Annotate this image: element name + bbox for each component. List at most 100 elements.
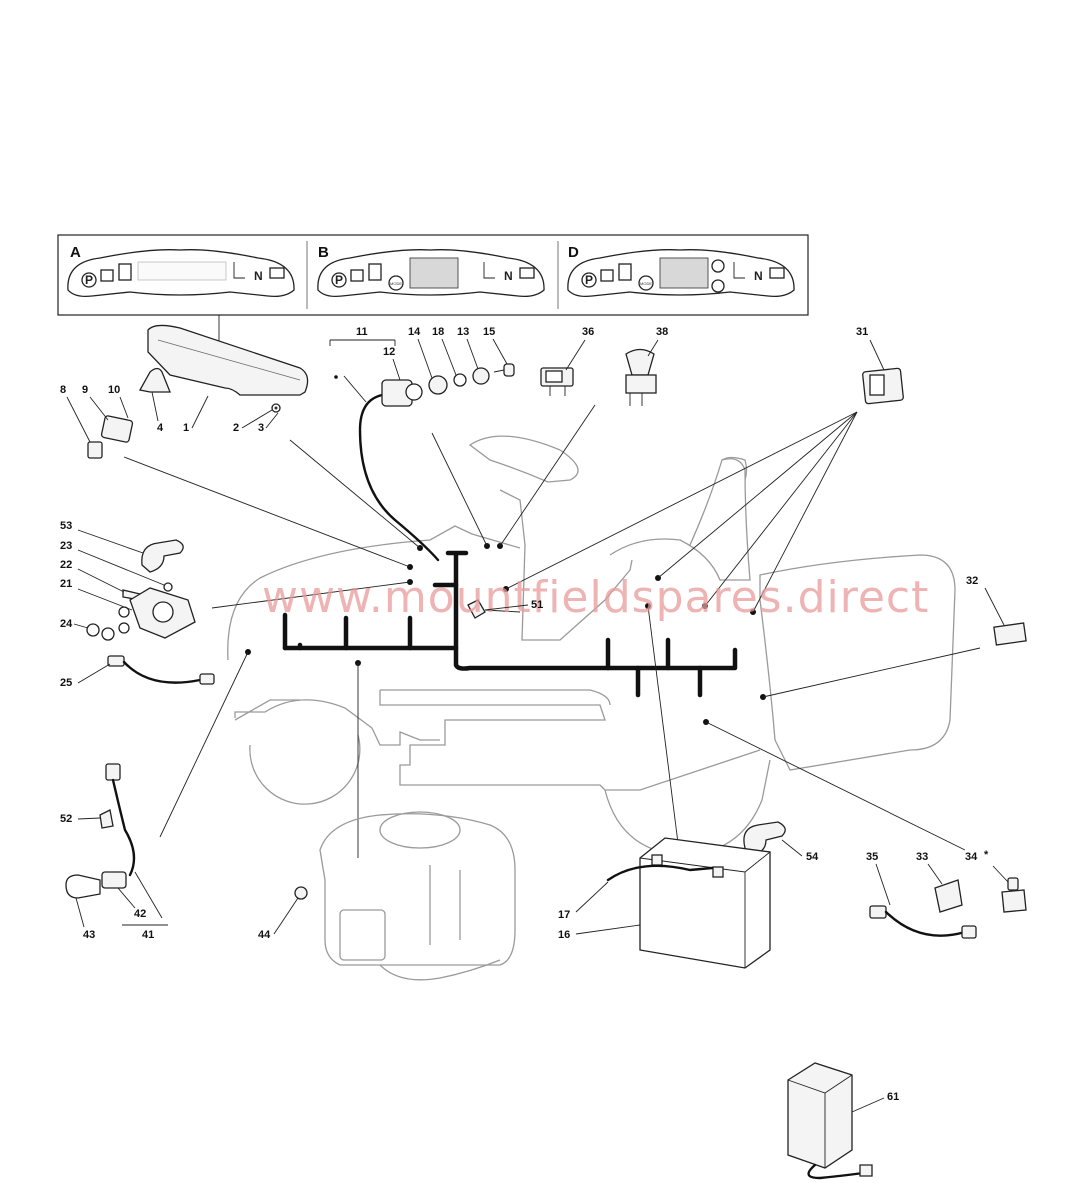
label-35: 35 bbox=[866, 851, 878, 863]
fuse-holder bbox=[100, 415, 134, 443]
leader-lines bbox=[123, 404, 981, 858]
variant-b-letter: B bbox=[318, 244, 329, 261]
seat-icon bbox=[483, 262, 495, 279]
label-14: 14 bbox=[408, 326, 421, 338]
label-12: 12 bbox=[383, 346, 395, 358]
dashboard-variant-a: A P N bbox=[67, 244, 295, 298]
battery-icon bbox=[769, 267, 785, 279]
ignition-key bbox=[493, 363, 515, 377]
battery-strap bbox=[606, 864, 714, 882]
tractor-outline bbox=[227, 435, 956, 856]
mode-button bbox=[388, 275, 404, 291]
connection-points bbox=[245, 375, 766, 725]
label-16: 16 bbox=[558, 929, 570, 941]
headlight-cable bbox=[105, 763, 136, 877]
grass-box-icon bbox=[368, 263, 382, 281]
label-42: 42 bbox=[134, 908, 146, 920]
label-54: 54 bbox=[806, 851, 819, 863]
ignition-bezel bbox=[428, 375, 448, 395]
bulb bbox=[65, 874, 101, 899]
grass-box-icon bbox=[118, 263, 132, 281]
park-brake-icon bbox=[331, 272, 347, 288]
fuel-icon bbox=[100, 269, 114, 282]
pto-switch bbox=[625, 348, 657, 406]
label-13: 13 bbox=[457, 326, 469, 338]
label-8: 8 bbox=[60, 384, 66, 396]
fuel-icon bbox=[350, 269, 364, 282]
lcd-display bbox=[409, 257, 459, 289]
label-15: 15 bbox=[483, 326, 495, 338]
fuel-icon bbox=[600, 269, 614, 282]
battery-icon bbox=[519, 267, 535, 279]
dashboard-variant-b: B P MODE N bbox=[317, 244, 545, 298]
mode-button-text: MODE bbox=[640, 281, 652, 286]
park-symbol: P bbox=[335, 273, 343, 287]
label-31: 31 bbox=[856, 326, 868, 338]
locknut bbox=[472, 367, 490, 385]
label-21: 21 bbox=[60, 578, 72, 590]
extra-indicator-icon bbox=[711, 279, 725, 293]
label-41: 41 bbox=[142, 929, 154, 941]
display-window bbox=[137, 261, 227, 281]
sensor bbox=[1001, 877, 1027, 913]
variant-d-letter: D bbox=[568, 244, 579, 261]
terminal-boot bbox=[141, 539, 184, 573]
park-brake-icon bbox=[81, 272, 97, 288]
dashboard-variants-panel: A P N B P MODE N D bbox=[57, 234, 809, 356]
park-symbol: P bbox=[585, 273, 593, 287]
mode-button bbox=[638, 275, 654, 291]
label-38: 38 bbox=[656, 326, 668, 338]
cable bbox=[107, 655, 215, 685]
extra-indicator-icon bbox=[711, 259, 725, 273]
battery-charger bbox=[787, 1062, 873, 1180]
seat-icon bbox=[233, 262, 245, 279]
label-34-asterisk: * bbox=[984, 849, 989, 861]
label-61: 61 bbox=[887, 1091, 899, 1103]
washer bbox=[453, 373, 467, 387]
label-53: 53 bbox=[60, 520, 72, 532]
label-4: 4 bbox=[157, 422, 164, 434]
fuse bbox=[87, 441, 103, 459]
seat-icon bbox=[733, 262, 745, 279]
seat-switch bbox=[862, 367, 904, 405]
label-33: 33 bbox=[916, 851, 928, 863]
variant-a-letter: A bbox=[70, 244, 81, 261]
cable bbox=[869, 905, 977, 939]
park-brake-icon bbox=[581, 272, 597, 288]
neutral-indicator: N bbox=[504, 269, 513, 283]
starter-solenoid bbox=[118, 587, 196, 639]
engine bbox=[319, 811, 516, 981]
dashboard-variant-d: D P MODE N bbox=[567, 244, 795, 298]
mounting-bracket bbox=[138, 367, 171, 393]
ignition-switch bbox=[381, 379, 423, 407]
label-24: 24 bbox=[60, 618, 73, 630]
rocker-switch bbox=[540, 367, 574, 396]
lcd-display bbox=[659, 257, 709, 289]
label-22: 22 bbox=[60, 559, 72, 571]
battery bbox=[639, 837, 771, 969]
label-25: 25 bbox=[60, 677, 72, 689]
label-23: 23 bbox=[60, 540, 72, 552]
label-51: 51 bbox=[531, 599, 543, 611]
battery-icon bbox=[269, 267, 285, 279]
relay bbox=[934, 879, 963, 913]
label-34: 34 bbox=[965, 851, 978, 863]
harness-clip bbox=[467, 599, 486, 619]
grass-box-icon bbox=[618, 263, 632, 281]
label-52: 52 bbox=[60, 813, 72, 825]
micro-switch bbox=[993, 622, 1027, 646]
mode-button-text: MODE bbox=[390, 281, 402, 286]
nut bbox=[86, 623, 100, 637]
neutral-indicator: N bbox=[754, 269, 763, 283]
label-17: 17 bbox=[558, 909, 570, 921]
label-11: 11 bbox=[356, 326, 368, 338]
nut bbox=[294, 886, 308, 900]
watermark: www.mountfieldspares.direct bbox=[262, 572, 929, 623]
wiring-harness bbox=[282, 393, 738, 698]
harness-clip bbox=[99, 809, 114, 829]
label-43: 43 bbox=[83, 929, 95, 941]
label-10: 10 bbox=[108, 384, 120, 396]
label-9: 9 bbox=[82, 384, 88, 396]
nut bbox=[101, 627, 115, 641]
